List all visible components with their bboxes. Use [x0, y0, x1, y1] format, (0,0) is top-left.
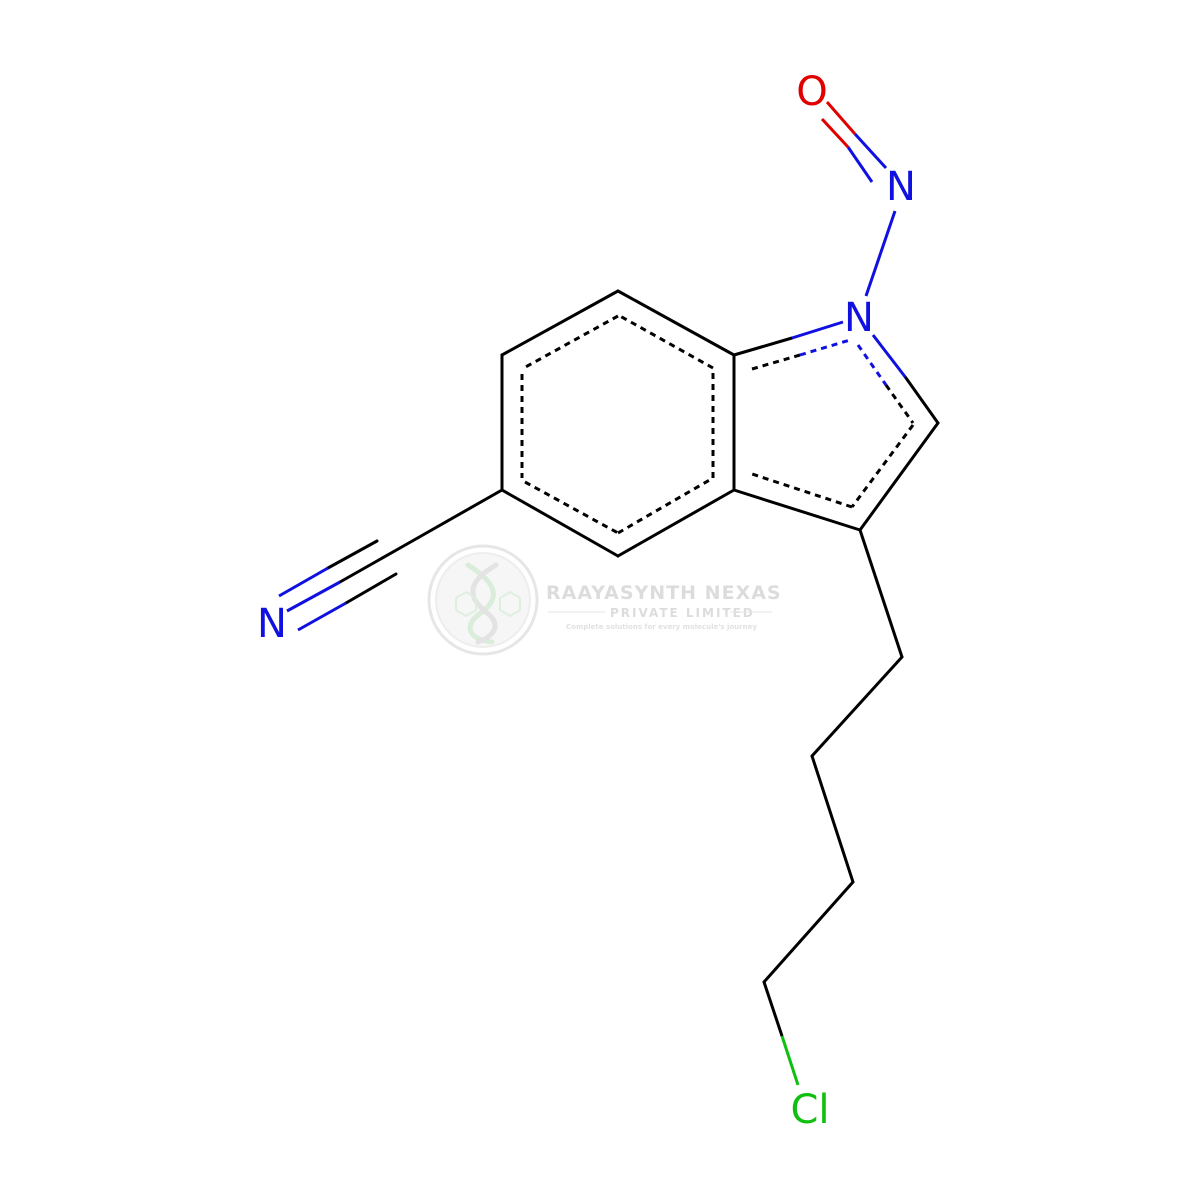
pyrrole-inner-6	[751, 472, 853, 509]
bond-c2-c3	[858, 421, 940, 532]
watermark: RAAYASYNTH NEXAS PRIVATE LIMITED Complet…	[427, 544, 782, 656]
bond-n-o-a	[853, 132, 888, 170]
pyrrole-inner-5	[850, 424, 915, 508]
bond-c3a-n1-black	[732, 336, 794, 357]
nitrile-group	[278, 488, 504, 632]
pyrrole-ring	[732, 320, 940, 532]
bond-chain-2	[810, 655, 904, 758]
bond-chain-cl	[780, 1035, 800, 1086]
bond-triple-3-black	[344, 572, 398, 605]
watermark-subtitle: PRIVATE LIMITED	[610, 606, 755, 620]
bond-chain-4	[762, 880, 855, 984]
bond-n1-c2-black	[904, 376, 940, 425]
aromatic-inner-6	[619, 314, 714, 370]
benzene-ring	[500, 289, 736, 558]
atom-nitrile-nitrogen: N	[257, 601, 287, 647]
watermark-tagline: Complete solutions for every molecule's …	[566, 623, 757, 631]
atom-chlorine: Cl	[790, 1087, 829, 1133]
bond-triple-1-blue	[278, 566, 329, 598]
bond-n-o-d	[820, 117, 850, 149]
atom-nitroso-nitrogen: N	[886, 164, 916, 210]
pyrrole-inner-4	[884, 384, 915, 424]
atom-oxygen: O	[796, 69, 827, 115]
bond-c6-c7	[500, 488, 620, 558]
bond-n1-n-nitroso	[864, 210, 897, 297]
bond-chain-1	[858, 528, 904, 659]
bond-chain-5	[762, 980, 784, 1038]
bond-triple-2-blue	[286, 580, 341, 613]
chloropentyl-chain	[762, 528, 904, 1086]
pyrrole-inner-1	[751, 353, 801, 371]
watermark-title: RAAYASYNTH NEXAS	[546, 582, 782, 604]
bond-c5-cn	[398, 488, 504, 550]
bond-n-o-c	[846, 146, 874, 183]
pyrrole-inner-2	[799, 338, 851, 357]
bond-c7-c7a	[616, 488, 736, 558]
bond-c3-c7a	[732, 488, 862, 532]
bond-triple-3-blue	[297, 601, 347, 632]
pyrrole-inner-3	[856, 344, 888, 386]
aromatic-inner-1	[521, 314, 619, 371]
nitroso-group	[820, 101, 897, 297]
bond-triple-2-black	[338, 546, 402, 584]
bond-n1-c2-blue	[871, 334, 908, 379]
watermark-logo-outer-ring	[427, 544, 539, 656]
bond-triple-1-black	[326, 539, 379, 570]
bond-chain-3	[810, 754, 855, 884]
watermark-dna-icon	[455, 562, 521, 645]
bond-c4-c5	[500, 289, 620, 357]
bond-n-o-b	[825, 101, 857, 135]
bond-c3a-n1-blue	[791, 320, 844, 340]
atom-indole-nitrogen: N	[844, 295, 874, 341]
bond-c3a-c4	[616, 289, 736, 357]
aromatic-inner-3	[524, 480, 619, 535]
aromatic-inner-4	[617, 476, 714, 535]
watermark-logo-inner-ring	[435, 552, 531, 648]
